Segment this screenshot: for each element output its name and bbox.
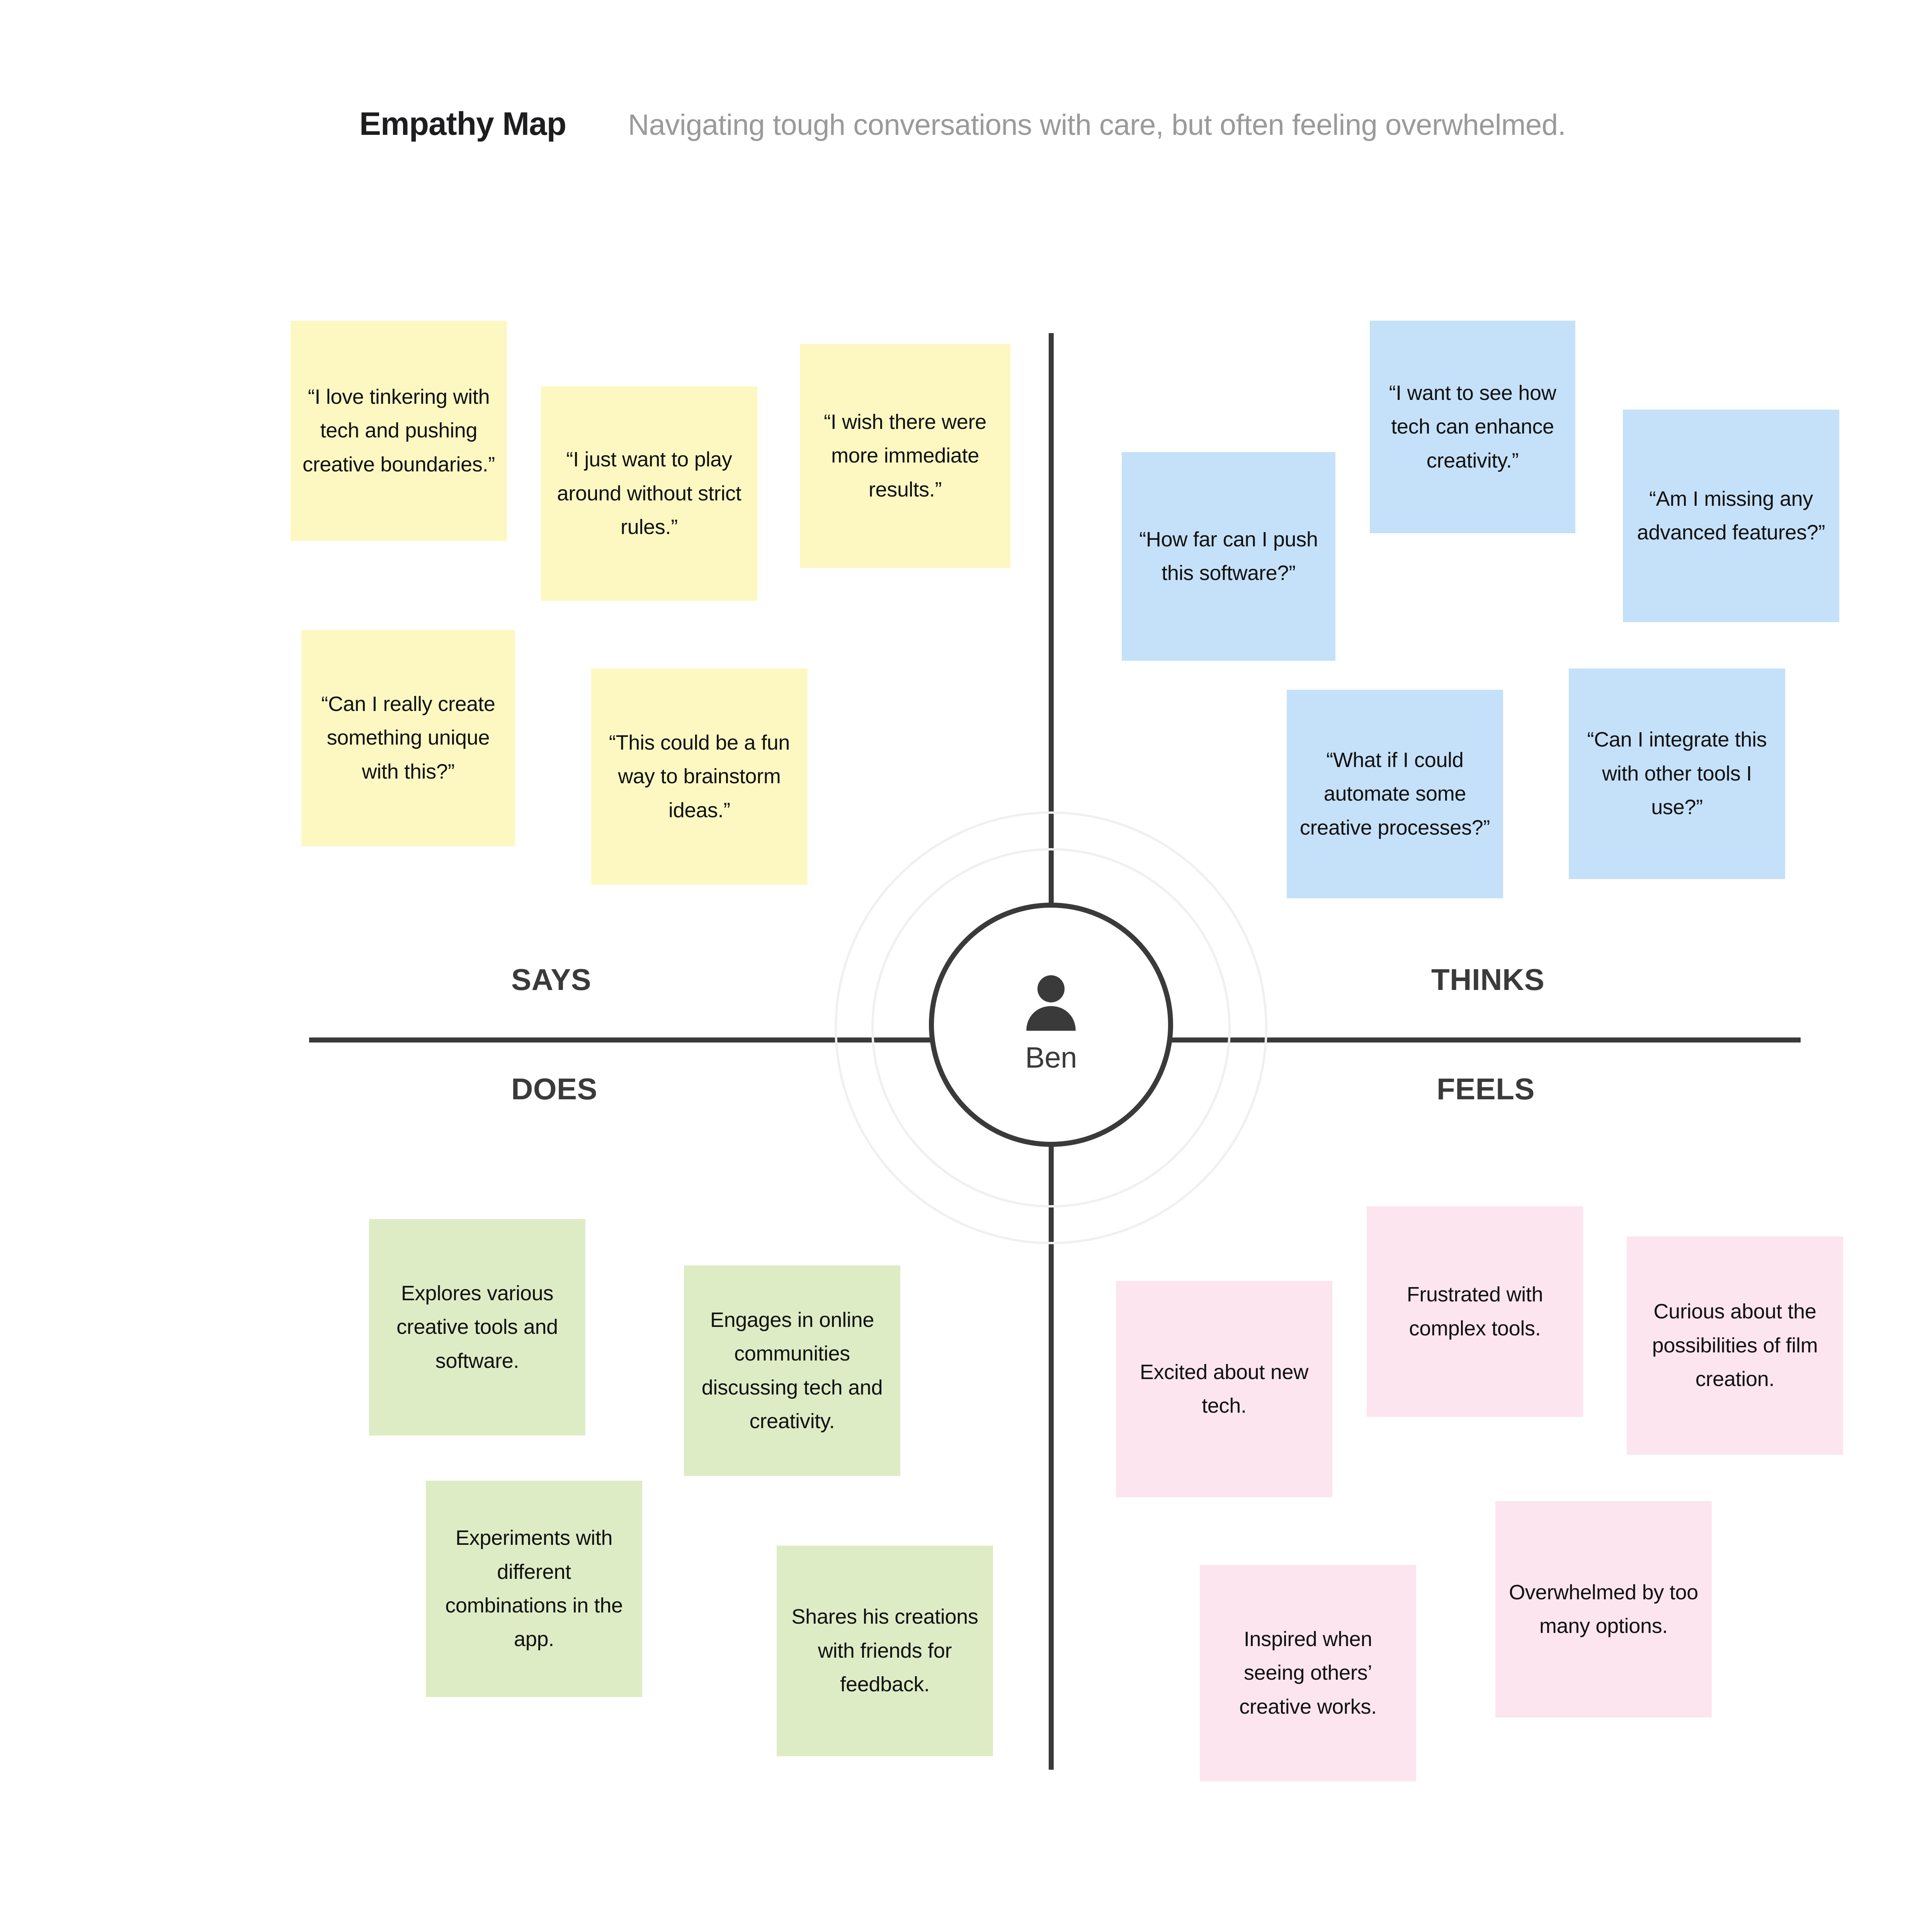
page-title: Empathy Map: [359, 105, 566, 142]
sticky-note-text: Engages in online communities discussing…: [701, 1308, 883, 1433]
page-header: Empathy Map Navigating tough conversatio…: [359, 105, 1566, 143]
sticky-note-says[interactable]: “This could be a fun way to brainstorm i…: [591, 668, 808, 885]
sticky-note-does[interactable]: Experiments with different combinations …: [426, 1481, 642, 1697]
sticky-note-says[interactable]: “I love tinkering with tech and pushing …: [291, 321, 507, 541]
quadrant-label-thinks: THINKS: [1431, 963, 1545, 997]
sticky-note-does[interactable]: Shares his creations with friends for fe…: [777, 1546, 993, 1756]
sticky-note-feels[interactable]: Inspired when seeing others’ creative wo…: [1200, 1565, 1416, 1781]
sticky-note-text: “Can I integrate this with other tools I…: [1587, 728, 1767, 819]
sticky-note-text: “How far can I push this software?”: [1139, 527, 1318, 585]
sticky-note-text: Overwhelmed by too many options.: [1509, 1580, 1698, 1638]
sticky-note-text: Excited about new tech.: [1139, 1360, 1309, 1417]
sticky-note-thinks[interactable]: “How far can I push this software?”: [1122, 452, 1335, 661]
sticky-note-text: “I love tinkering with tech and pushing …: [303, 385, 495, 476]
persona-circle[interactable]: Ben: [929, 903, 1173, 1147]
sticky-note-feels[interactable]: Frustrated with complex tools.: [1367, 1206, 1583, 1417]
page-subtitle: Navigating tough conversations with care…: [628, 109, 1566, 141]
sticky-note-text: Shares his creations with friends for fe…: [791, 1605, 978, 1696]
sticky-note-text: Inspired when seeing others’ creative wo…: [1239, 1627, 1377, 1718]
sticky-note-text: Curious about the possibilities of film …: [1652, 1300, 1818, 1391]
sticky-note-thinks[interactable]: “What if I could automate some creative …: [1287, 690, 1503, 898]
sticky-note-feels[interactable]: Excited about new tech.: [1116, 1281, 1332, 1497]
sticky-note-does[interactable]: Explores various creative tools and soft…: [369, 1219, 585, 1435]
axis-line-horizontal-left: [309, 1037, 943, 1043]
axis-line-vertical-top: [1049, 333, 1054, 917]
axis-line-vertical-bottom: [1049, 1113, 1054, 1770]
sticky-note-feels[interactable]: Overwhelmed by too many options.: [1495, 1501, 1712, 1718]
sticky-note-feels[interactable]: Curious about the possibilities of film …: [1627, 1236, 1843, 1455]
sticky-note-thinks[interactable]: “Can I integrate this with other tools I…: [1569, 668, 1785, 879]
persona-name: Ben: [1025, 1041, 1077, 1074]
sticky-note-says[interactable]: “Can I really create something unique wi…: [301, 630, 515, 846]
quadrant-label-feels: FEELS: [1437, 1072, 1535, 1106]
quadrant-label-does: DOES: [511, 1072, 598, 1106]
sticky-note-text: “I wish there were more immediate result…: [824, 410, 986, 501]
sticky-note-does[interactable]: Engages in online communities discussing…: [684, 1265, 900, 1476]
center-ring-outer: [835, 811, 1267, 1244]
sticky-note-text: “I just want to play around without stri…: [557, 448, 742, 539]
sticky-note-text: “Am I missing any advanced features?”: [1637, 487, 1825, 544]
quadrant-label-says: SAYS: [511, 963, 592, 997]
sticky-note-text: Explores various creative tools and soft…: [396, 1281, 558, 1372]
sticky-note-text: “Can I really create something unique wi…: [321, 692, 495, 783]
center-ring-inner: [871, 848, 1231, 1208]
sticky-note-text: “What if I could automate some creative …: [1299, 748, 1490, 839]
sticky-note-text: Experiments with different combinations …: [445, 1526, 623, 1651]
sticky-note-text: “I want to see how tech can enhance crea…: [1389, 381, 1556, 472]
sticky-note-says[interactable]: “I wish there were more immediate result…: [800, 344, 1010, 568]
sticky-note-text: Frustrated with complex tools.: [1406, 1283, 1543, 1340]
person-icon: [1026, 975, 1076, 1031]
sticky-note-thinks[interactable]: “I want to see how tech can enhance crea…: [1370, 321, 1575, 533]
sticky-note-says[interactable]: “I just want to play around without stri…: [541, 386, 757, 601]
sticky-note-text: “This could be a fun way to brainstorm i…: [609, 731, 790, 822]
axis-line-horizontal-right: [1163, 1037, 1801, 1043]
sticky-note-thinks[interactable]: “Am I missing any advanced features?”: [1623, 410, 1839, 622]
